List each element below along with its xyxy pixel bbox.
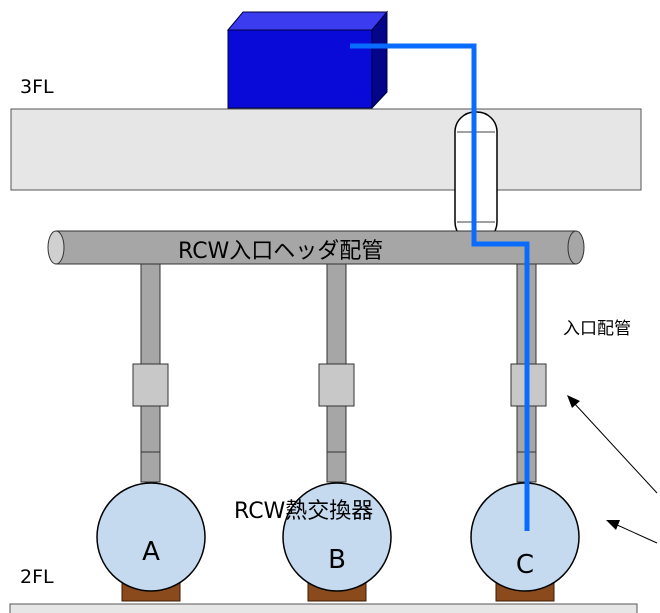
tank-front-face bbox=[227, 29, 373, 109]
heat-exchanger-c-label: C bbox=[516, 550, 534, 580]
branch-pipe-a bbox=[132, 263, 169, 483]
heat-exchanger-label: RCW熱交換器 bbox=[234, 499, 373, 524]
heat-exchanger-c: C bbox=[470, 482, 580, 602]
flow-line bbox=[350, 43, 530, 531]
second-floor-slab bbox=[9, 603, 638, 613]
tank bbox=[226, 10, 389, 110]
tank-top-face bbox=[226, 11, 389, 31]
third-floor-label: 3FL bbox=[20, 76, 54, 98]
header-pipe-label: RCW入口ヘッダ配管 bbox=[178, 239, 383, 264]
second-floor-label: 2FL bbox=[20, 566, 54, 588]
heat-exchanger-b-label: B bbox=[328, 545, 346, 575]
arrow-to-valve-head bbox=[567, 395, 580, 408]
heat-exchanger-a-label: A bbox=[142, 537, 160, 567]
arrow-to-valve bbox=[573, 402, 658, 494]
arrow-to-exchanger-head bbox=[606, 520, 620, 530]
heat-exchanger-a: A bbox=[96, 482, 206, 602]
inlet-pipe-label: 入口配管 bbox=[563, 319, 631, 339]
branch-pipe-b bbox=[318, 263, 355, 483]
third-floor-slab bbox=[10, 108, 642, 191]
pointer-arrows bbox=[567, 395, 658, 544]
heat-exchanger-b: B bbox=[282, 482, 392, 602]
header-pipe bbox=[47, 230, 585, 265]
arrow-to-exchanger bbox=[614, 523, 658, 544]
